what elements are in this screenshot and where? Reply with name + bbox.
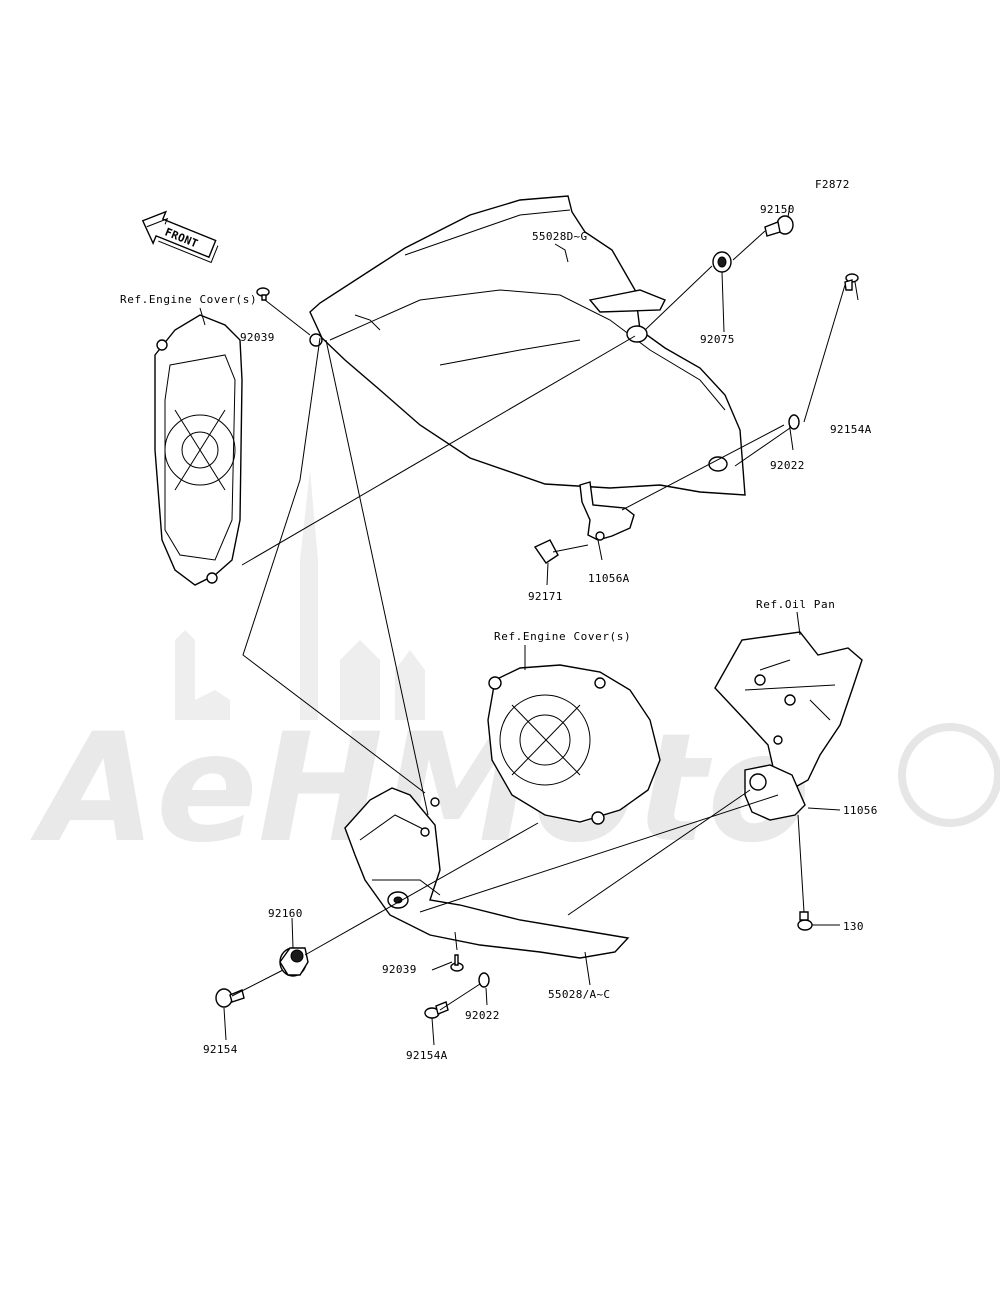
washer-92022-bottom[interactable] xyxy=(478,972,490,988)
bolt-92154a-top[interactable] xyxy=(844,273,859,291)
label-92154a-bottom: 92154A xyxy=(406,1049,448,1062)
part-labels: 92150 55028D~G 92075 92039 92154A 92022 … xyxy=(203,203,878,1062)
lower-engine-guard-55028-a-c[interactable] xyxy=(344,787,630,959)
oil-pan-reference[interactable] xyxy=(714,631,863,816)
label-92160: 92160 xyxy=(268,907,303,920)
label-55028-a-c: 55028/A~C xyxy=(548,988,610,1001)
upper-engine-guard-55028d-g[interactable] xyxy=(309,195,746,496)
label-92171: 92171 xyxy=(528,590,563,603)
bolt-92154a-bottom[interactable] xyxy=(424,1001,449,1019)
label-130: 130 xyxy=(843,920,864,933)
engine-cover-left-reference[interactable] xyxy=(154,314,243,586)
label-55028d-g: 55028D~G xyxy=(532,230,587,243)
clip-92039-top[interactable] xyxy=(256,287,270,301)
label-92154: 92154 xyxy=(203,1043,238,1056)
bolt-92150[interactable] xyxy=(764,215,794,237)
label-11056a: 11056A xyxy=(588,572,630,585)
leader-lines xyxy=(199,204,859,1046)
engine-cover-center-reference[interactable] xyxy=(487,664,661,825)
bolt-130[interactable] xyxy=(797,911,813,931)
ref-engine-cover-center: Ref.Engine Cover(s) xyxy=(494,630,631,643)
reference-labels: Ref.Engine Cover(s) Ref.Engine Cover(s) … xyxy=(120,293,835,643)
ref-engine-cover-left: Ref.Engine Cover(s) xyxy=(120,293,257,306)
label-92075: 92075 xyxy=(700,333,735,346)
label-92022-top: 92022 xyxy=(770,459,805,472)
spacer-92160[interactable] xyxy=(279,947,309,977)
label-92039-bottom: 92039 xyxy=(382,963,417,976)
label-92150: 92150 xyxy=(760,203,795,216)
bracket-11056a[interactable] xyxy=(579,481,635,541)
ref-oil-pan: Ref.Oil Pan xyxy=(756,598,835,611)
washer-92022-top[interactable] xyxy=(788,414,800,430)
clip-92039-bottom[interactable] xyxy=(450,954,464,972)
grommet-92075[interactable] xyxy=(712,251,732,273)
bolt-92154[interactable] xyxy=(215,988,245,1008)
label-11056: 11056 xyxy=(843,804,878,817)
front-direction-arrow: FRONT xyxy=(141,210,219,264)
bracket-11056[interactable] xyxy=(744,764,806,821)
label-92022-bottom: 92022 xyxy=(465,1009,500,1022)
label-92154a-top: 92154A xyxy=(830,423,872,436)
label-92039-top: 92039 xyxy=(240,331,275,344)
figure-code: F2872 xyxy=(815,178,850,191)
clip-92171[interactable] xyxy=(533,539,559,564)
